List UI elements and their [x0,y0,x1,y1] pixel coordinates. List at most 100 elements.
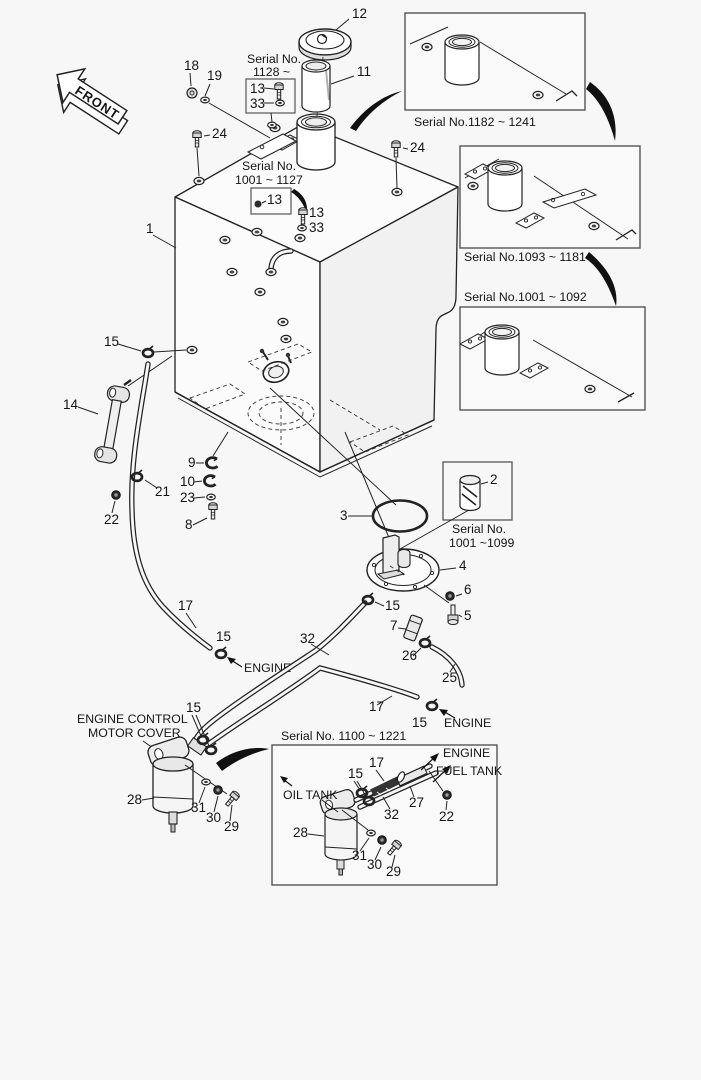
serial-1099-line2: 1001 ~1099 [449,536,514,550]
callout-25: 25 [442,670,457,685]
return-elbow-fitting [265,248,294,277]
callout-24-right: 24 [410,140,426,155]
callout-26: 26 [402,648,417,663]
clamp-15-engine-left [214,645,228,660]
clamp-15-sender [361,591,375,606]
callout-31-inset: 31 [352,848,367,863]
hose-32 [192,600,368,744]
callout-33: 33 [250,96,265,111]
serial-1099-line1: Serial No. [452,522,506,536]
callout-15-inset: 15 [348,766,363,781]
ecm-label-line2: MOTOR COVER [88,726,181,740]
bolt-24-left: 24 [192,126,228,177]
clamp-15-engine-right [425,697,439,712]
fitting-7: 7 [390,614,423,642]
callout-3: 3 [340,508,348,523]
callout-13-main: 13 [309,205,324,220]
callout-2: 2 [490,472,498,487]
swoosh-arrow-inset [291,189,308,213]
inset-engine-arrow: ENGINE [420,746,490,771]
hose-25: 25 [429,644,465,688]
callout-17-left: 17 [178,598,193,613]
clamp-15-upper: 15 [104,334,187,359]
callout-6: 6 [464,582,472,597]
hose-17-left [129,361,213,651]
serial-box-1001-1092: Serial No.1001 ~ 1092 [459,290,646,411]
inset-serial-1100-1221: Serial No. 1100 ~ 1221 [271,729,503,886]
callout-23: 23 [180,490,195,505]
swoosh-arrow-mid [585,252,617,306]
hose-17-right [200,665,420,751]
inset-bolt-22 [442,790,452,800]
serial-caption-low: Serial No.1001 ~ 1092 [464,290,587,304]
clamp-26 [418,634,432,649]
callout-29-inset: 29 [386,864,401,879]
serial-1128-line1: Serial No. [247,52,301,66]
callout-14: 14 [63,397,79,412]
tank-filler-neck [296,113,336,171]
serial-1127-line2: 1001 ~ 1127 [235,173,303,187]
callout-22: 22 [104,512,119,527]
serial-1128-line2: 1128 ~ [253,65,290,79]
screw-18-19: 18 19 [184,58,271,139]
callout-15-sender: 15 [385,598,400,613]
link-14: 14 [63,355,173,464]
parts-13-33-current: 13 33 [297,205,324,235]
callout-12: 12 [352,6,367,21]
engine-label-inset: ENGINE [443,746,490,760]
front-direction-arrow: FRONT [56,67,129,135]
swoosh-arrow-bottom [216,748,269,771]
drain-flange [259,348,292,384]
sender-unit-4: 4 [344,431,467,604]
fuel-tank-label-inset: FUEL TANK [436,764,503,778]
callout-9: 9 [188,455,196,470]
bolt-24-right: 24 [391,140,426,189]
callout-4: 4 [459,558,467,573]
callout-5: 5 [464,608,472,623]
fuel-tank-body [174,113,459,478]
callout-21: 21 [155,484,170,499]
callout-32-inset: 32 [384,807,399,822]
water-separator-28: 15 28 31 30 29 [127,700,241,834]
callout-22-inset: 22 [439,809,454,824]
callout-19: 19 [207,68,222,83]
engine-pointer-right: 15 ENGINE [412,709,491,730]
nut-22 [111,490,121,500]
callout-24: 24 [212,126,228,141]
serial-1127-line1: Serial No. [242,159,296,173]
callout-17-right: 17 [369,699,384,714]
strainer-2-inset: 2 Serial No. 1001 ~1099 [399,461,514,550]
swoosh-arrow-top [586,82,616,141]
inset-filter-28 [319,789,358,876]
oil-tank-label-inset: OIL TANK [283,788,338,802]
callout-15-engine-right: 15 [412,715,427,730]
callout-29: 29 [224,819,239,834]
callout-17-inset: 17 [369,755,384,770]
callout-30-inset: 30 [367,857,382,872]
serial-caption-top: Serial No.1182 ~ 1241 [414,115,536,129]
callout-11: 11 [357,64,371,79]
inset-serial-1001-1127: Serial No. 1001 ~ 1127 13 [235,159,308,215]
callout-28-inset: 28 [293,825,308,840]
callout-8: 8 [185,517,193,532]
filler-strainer [301,59,331,113]
engine-label-right: ENGINE [444,716,491,730]
swoosh-arrow-filler [350,91,402,131]
callout-18: 18 [184,58,199,73]
hardware-5-6: 6 5 [445,582,472,625]
callout-15-filter: 15 [186,700,201,715]
oring-3: 3 [269,387,429,533]
callout-13-inset: 13 [267,192,282,207]
clip-bolt-group: 9 10 23 8 [180,431,229,532]
callout-28: 28 [127,792,142,807]
callout-15-engine-left: 15 [216,629,231,644]
callout-13: 13 [250,81,265,96]
callout-1: 1 [146,221,154,236]
callout-27: 27 [409,795,424,810]
inset-hoses [353,763,439,810]
callout-7: 7 [390,618,398,633]
engine-control-motor-cover-label: ENGINE CONTROL MOTOR COVER [77,712,188,758]
serial-caption-bottom: Serial No. 1100 ~ 1221 [281,729,406,743]
